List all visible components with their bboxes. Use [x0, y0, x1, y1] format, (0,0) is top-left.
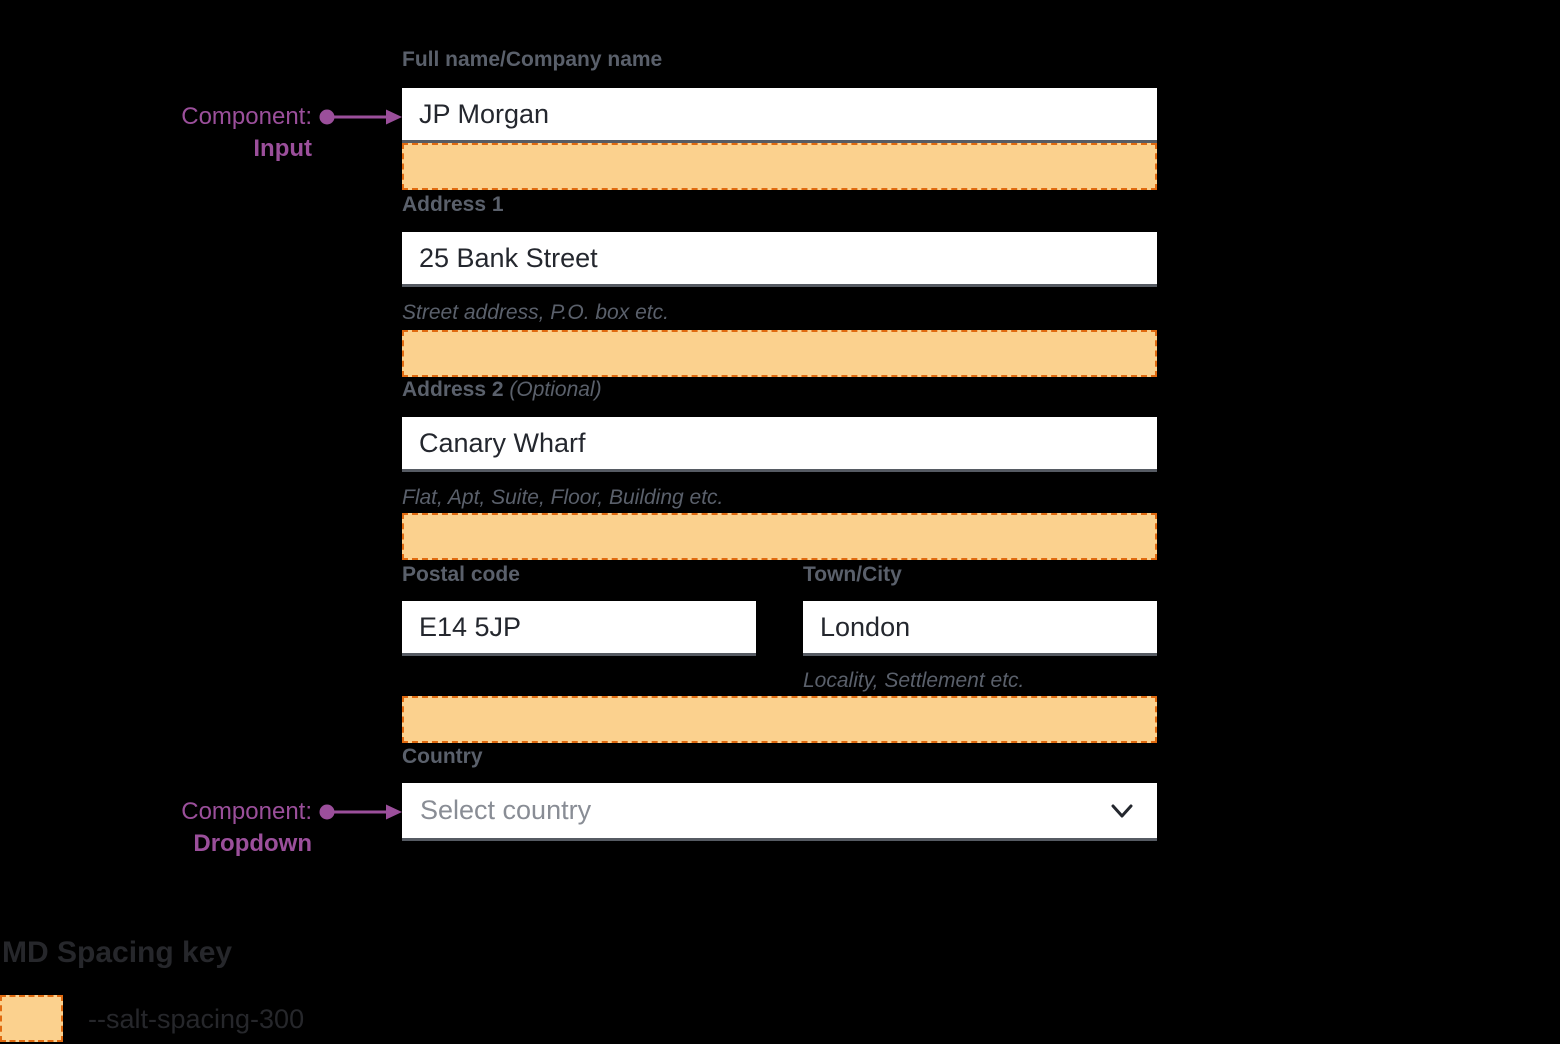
- chevron-down-icon: [1111, 804, 1133, 817]
- postal-code-input[interactable]: [402, 601, 756, 656]
- address1-input[interactable]: [402, 232, 1157, 287]
- spacing-key-title: MD Spacing key: [2, 936, 233, 969]
- address2-label: Address 2 (Optional): [402, 378, 602, 402]
- annotation-component-name: Input: [253, 135, 312, 162]
- address1-helper-text: Street address, P.O. box etc.: [402, 301, 669, 324]
- spacing-block-300: [402, 696, 1157, 743]
- town-city-label: Town/City: [803, 563, 902, 586]
- arrow-right-pointer-icon: [319, 804, 402, 820]
- address2-helper-text: Flat, Apt, Suite, Floor, Building etc.: [402, 486, 724, 509]
- country-dropdown[interactable]: Select country: [402, 783, 1157, 841]
- spacing-token-label: --salt-spacing-300: [88, 1004, 305, 1034]
- spacing-block-300: [402, 513, 1157, 560]
- arrow-right-pointer-icon: [319, 109, 402, 125]
- address2-label-text: Address 2: [402, 378, 504, 401]
- town-city-input[interactable]: [803, 601, 1157, 656]
- full-name-input[interactable]: [402, 88, 1157, 143]
- country-dropdown-placeholder: Select country: [420, 795, 592, 825]
- spacing-swatch: [0, 995, 63, 1042]
- annotation-component-dropdown: Component: Dropdown: [62, 796, 312, 860]
- annotation-prefix: Component:: [181, 103, 312, 130]
- town-city-helper-text: Locality, Settlement etc.: [803, 669, 1025, 692]
- address2-input[interactable]: [402, 417, 1157, 472]
- address1-label: Address 1: [402, 193, 504, 216]
- spacing-block-300: [402, 143, 1157, 190]
- postal-code-label: Postal code: [402, 563, 520, 586]
- address2-optional-suffix: (Optional): [509, 378, 602, 401]
- spacing-block-300: [402, 330, 1157, 377]
- full-name-label: Full name/Company name: [402, 48, 663, 71]
- annotation-component-name: Dropdown: [193, 830, 312, 857]
- country-label: Country: [402, 745, 483, 768]
- annotation-prefix: Component:: [181, 798, 312, 825]
- annotation-component-input: Component: Input: [62, 101, 312, 165]
